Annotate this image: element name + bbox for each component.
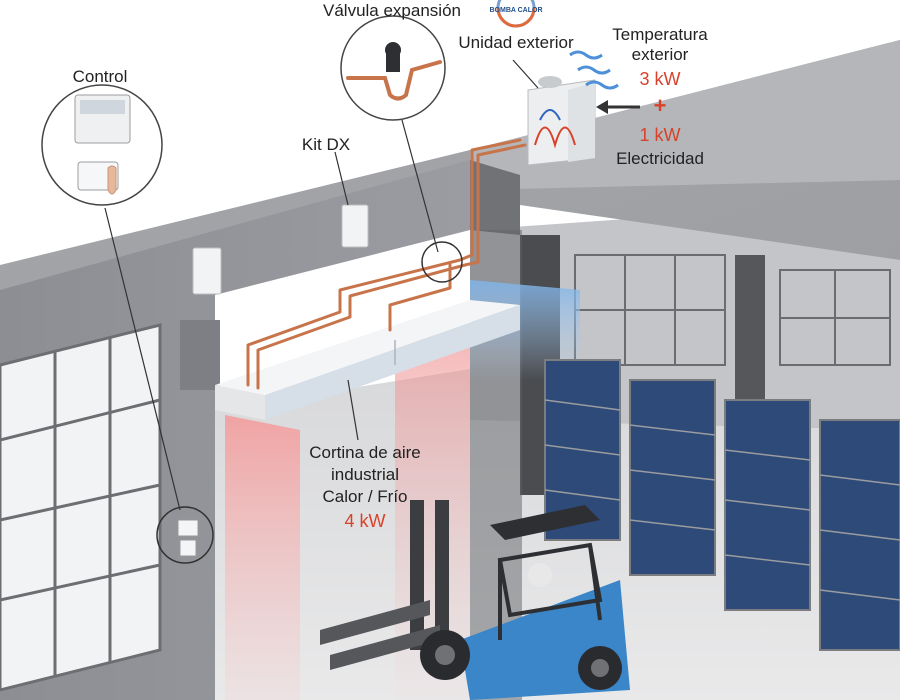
control-label: Control xyxy=(72,67,128,86)
outdoor-unit-label: Unidad exterior xyxy=(458,33,574,52)
outdoor-unit xyxy=(527,76,596,166)
control-callout xyxy=(41,84,163,206)
curtain-label-1: Cortina de aire xyxy=(309,443,421,462)
plus-sign: + xyxy=(653,93,667,118)
temperature-label-1: Temperatura xyxy=(612,25,708,44)
kit-dx-label: Kit DX xyxy=(301,135,351,154)
copper-pipes xyxy=(246,138,527,390)
temperature-label-2: exterior xyxy=(631,45,689,64)
outside-air-arrows xyxy=(569,50,619,90)
curtain-label-3: Calor / Frío xyxy=(322,487,408,506)
electricity-arrow xyxy=(596,100,640,114)
electricity-label: Electricidad xyxy=(616,149,704,168)
air-curtain-unit xyxy=(215,300,520,420)
temperature-power: 3 kW xyxy=(639,69,681,89)
wall-control-callout xyxy=(156,506,214,564)
valve-label: Válvula expansión xyxy=(323,1,461,20)
storage-racks xyxy=(544,359,900,651)
wall-devices xyxy=(177,204,369,557)
curtain-label-2: industrial xyxy=(330,465,400,484)
forklift xyxy=(320,500,630,700)
valve-callout xyxy=(340,15,446,121)
curtain-power: 4 kW xyxy=(344,511,386,531)
valve-location-callout xyxy=(421,241,463,283)
heat-pump-logo: BOMBA CALOR xyxy=(489,0,543,28)
electricity-power: 1 kW xyxy=(639,125,681,145)
facade-window xyxy=(0,323,162,692)
callout-lines xyxy=(104,59,539,511)
logo-text: BOMBA CALOR xyxy=(489,7,542,14)
